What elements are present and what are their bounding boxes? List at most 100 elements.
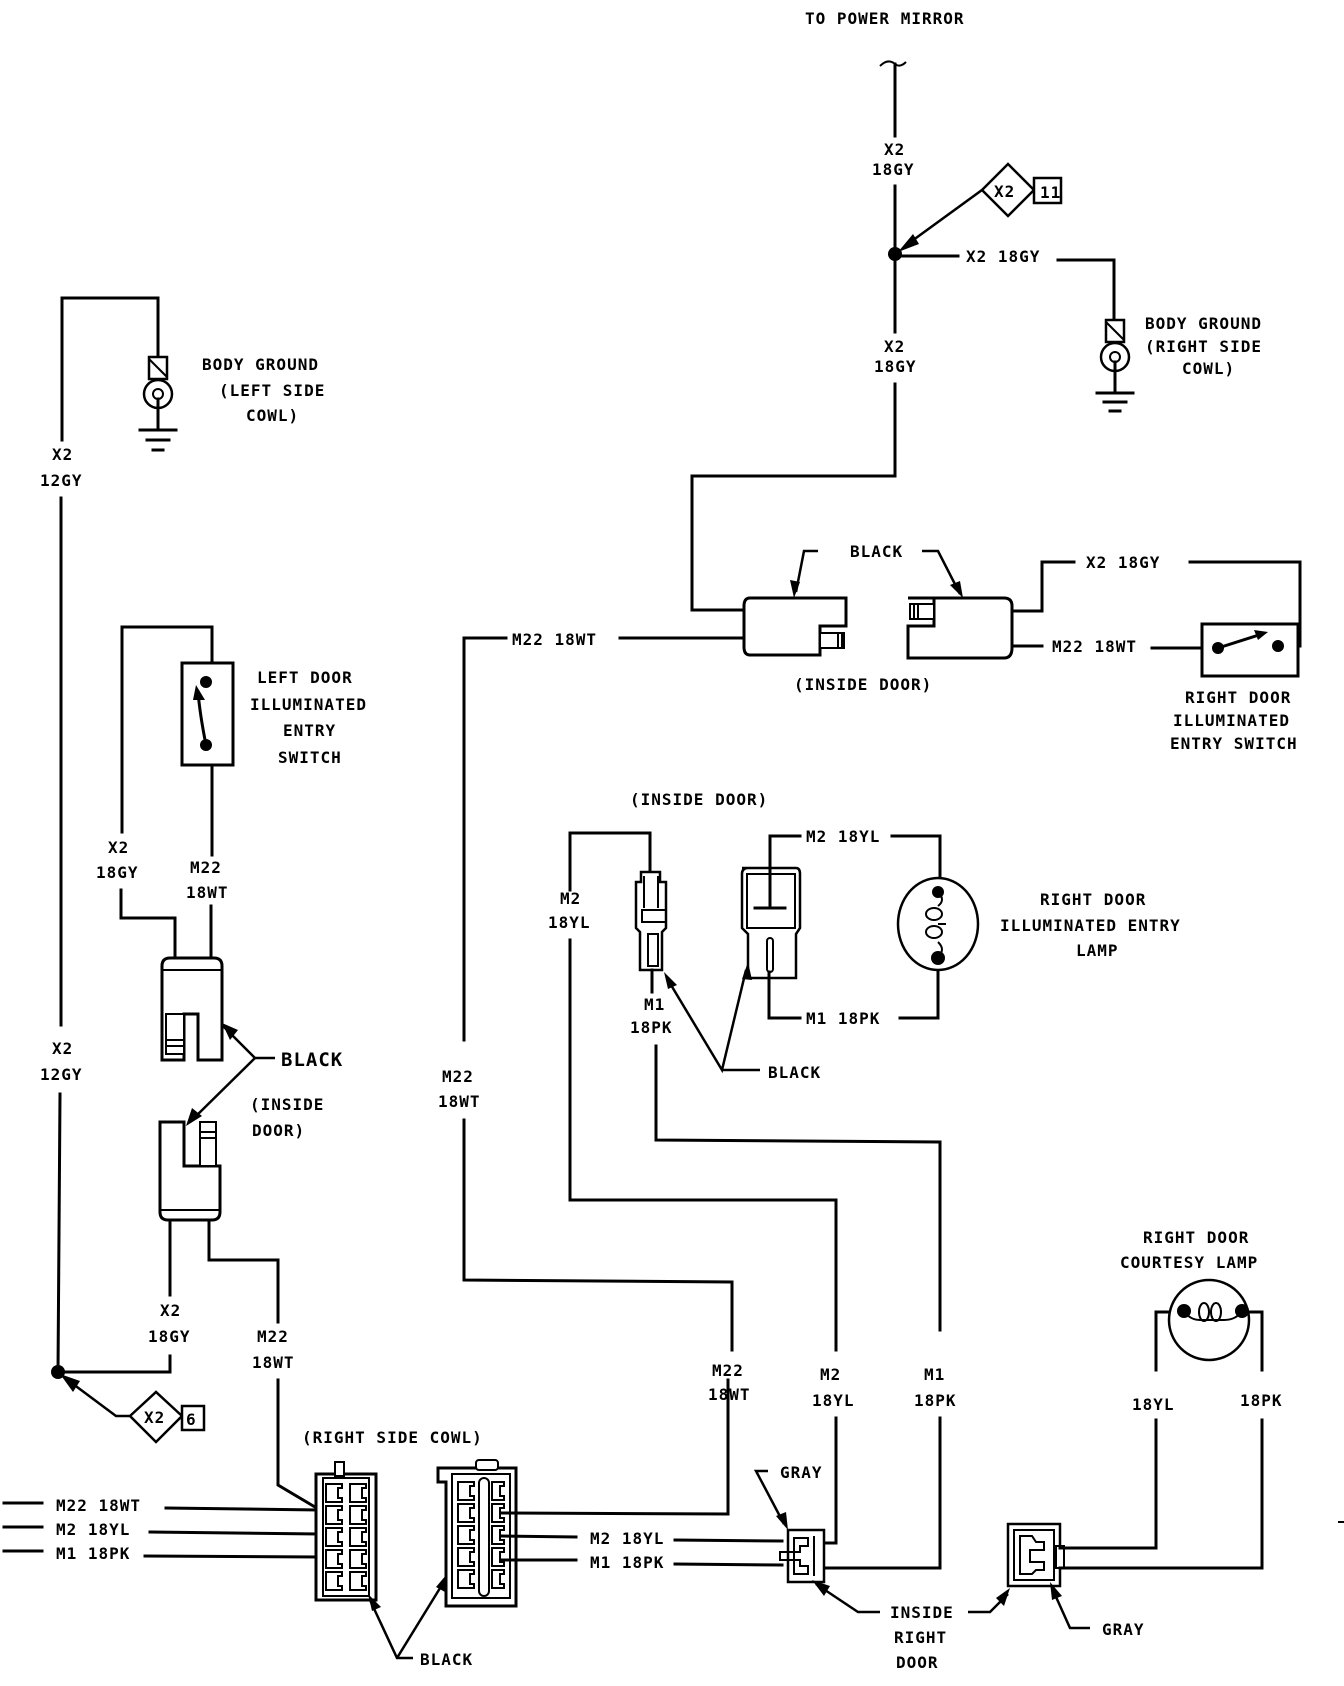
wire-m2-18yl[interactable] <box>768 834 802 910</box>
wire-m1-18pk[interactable] <box>767 970 802 1020</box>
wire-18yl[interactable] <box>1154 1310 1176 1372</box>
left-door-switch-label: SWITCH <box>278 748 342 767</box>
arrow-icon <box>898 234 919 252</box>
connector-cavity <box>457 1503 475 1523</box>
wire-x2-18gy[interactable] <box>56 1354 172 1374</box>
harness-stub-label: M22 18WT <box>56 1496 141 1515</box>
wire-label: M2 18YL <box>590 1529 664 1548</box>
black-label: BLACK <box>281 1049 343 1071</box>
inside-right-door-label: DOOR <box>896 1653 939 1672</box>
splice-dot <box>888 247 902 261</box>
wire-m1-18pk[interactable] <box>673 1562 784 1567</box>
wire-label: 18YL <box>548 913 591 932</box>
wire-m2-18yl[interactable] <box>568 831 652 892</box>
cowl-connector-a <box>314 1461 378 1602</box>
wire-label: 18YL <box>812 1391 855 1410</box>
wire-label: M2 <box>820 1365 841 1384</box>
wire-label: X2 <box>884 337 905 356</box>
wire-m2-18yl[interactable] <box>148 1530 320 1536</box>
connector-cavity <box>491 1481 505 1501</box>
wire-label: X2 <box>108 838 129 857</box>
switch-contact <box>1272 640 1284 652</box>
wire-m22-18wt[interactable] <box>462 636 508 732</box>
connector-cavity <box>491 1547 505 1567</box>
inside-door-connector-upper-right <box>906 596 1014 660</box>
connector-cavity <box>325 1527 343 1547</box>
right-door-switch-label: ILLUMINATED <box>1173 711 1290 730</box>
wire-label: M2 18YL <box>806 827 880 846</box>
connector-cavity <box>491 1525 505 1545</box>
wire-label: 18PK <box>914 1391 957 1410</box>
wire-m22-18wt[interactable] <box>207 1220 280 1324</box>
wire-m22-18wt[interactable] <box>164 1506 320 1512</box>
inside-door-connector-upper-left <box>742 596 848 657</box>
wire-m1-18pk[interactable] <box>816 1416 942 1570</box>
inside-door-label: (INSIDE DOOR) <box>794 675 932 694</box>
wire-m1-18pk[interactable] <box>143 1554 320 1559</box>
connector-cavity <box>457 1525 475 1545</box>
wire-x2-12gy[interactable] <box>56 1092 62 1374</box>
x2-12gy-trunk: X2 12GY X2 12GY <box>40 445 172 1379</box>
wire-m22-18wt[interactable] <box>500 1378 730 1516</box>
harness-stub-label: M1 18PK <box>56 1544 130 1563</box>
connector-cavity <box>325 1549 343 1569</box>
wire-label: 12GY <box>40 1065 83 1084</box>
wire-label: M22 18WT <box>1052 637 1137 656</box>
wire-m1-18pk[interactable] <box>654 1044 942 1332</box>
wire-x2-18gy[interactable] <box>119 888 177 960</box>
wire-label: 18GY <box>874 357 917 376</box>
wire-x2-18gy[interactable] <box>1056 258 1116 322</box>
black-label: BLACK <box>768 1063 821 1082</box>
wire-label: 18GY <box>96 863 139 882</box>
body-ground-right-label: COWL) <box>1182 359 1235 378</box>
wire-x2-18gy[interactable] <box>1010 560 1076 613</box>
wire-m22-18wt[interactable] <box>276 1378 323 1513</box>
connector-cavity <box>491 1503 505 1523</box>
connector-cavity <box>457 1547 475 1567</box>
cowl-black-callout: BLACK <box>368 1574 472 1669</box>
wire-label: M22 <box>442 1067 474 1086</box>
wire-label: X2 <box>160 1301 181 1320</box>
wire-label: X2 <box>52 445 73 464</box>
wire-x2-18gy[interactable] <box>690 382 897 612</box>
connector-cavity <box>457 1569 475 1589</box>
to-power-mirror-label: TO POWER MIRROR <box>805 9 965 28</box>
splice-code: X2 <box>994 182 1015 201</box>
wire-18pk[interactable] <box>1242 1310 1264 1372</box>
right-door-switch-label: ENTRY SWITCH <box>1170 734 1298 753</box>
wire-label: M22 <box>257 1327 289 1346</box>
body-ground-right-label: BODY GROUND <box>1145 314 1262 333</box>
wire-m22-18wt[interactable] <box>462 1118 734 1352</box>
wire-m2-18yl[interactable] <box>890 834 942 892</box>
wire-m1-18pk[interactable] <box>898 952 940 1020</box>
left-door-switch-label: ENTRY <box>283 721 336 740</box>
inside-right-door-callout: INSIDE RIGHT DOOR <box>812 1580 1010 1672</box>
switch-contact <box>200 676 212 688</box>
right-door-illuminated-entry-switch[interactable]: RIGHT DOOR ILLUMINATED ENTRY SWITCH <box>1170 622 1300 753</box>
body-ground-right-label: (RIGHT SIDE <box>1145 337 1262 356</box>
wire-18pk[interactable] <box>1058 1418 1264 1570</box>
body-ground-left-label: COWL) <box>246 406 299 425</box>
wire-m2-18yl[interactable] <box>568 938 838 1352</box>
wire-x2-12gy[interactable] <box>60 296 160 442</box>
wire-label: 18PK <box>1240 1391 1283 1410</box>
wire-x2-18gy[interactable] <box>120 625 214 834</box>
connector-cavity <box>349 1505 367 1525</box>
black-label: BLACK <box>850 542 903 561</box>
black-callout-upper: BLACK <box>790 542 963 598</box>
right-door-entry-lamp-label: LAMP <box>1076 941 1119 960</box>
inside-right-door-label: RIGHT <box>894 1628 947 1647</box>
body-ground-left-label: BODY GROUND <box>202 355 319 374</box>
wire-label: 12GY <box>40 471 83 490</box>
wire-18yl[interactable] <box>1058 1418 1158 1550</box>
wire-label: X2 <box>884 140 905 159</box>
connector-cavity <box>349 1549 367 1569</box>
wire-label: M1 18PK <box>806 1009 880 1028</box>
wire-m2-18yl[interactable] <box>500 1534 578 1539</box>
wire-label: X2 18GY <box>966 247 1040 266</box>
wire-label: M1 <box>644 995 665 1014</box>
wire-label: M1 18PK <box>590 1553 664 1572</box>
wire-m2-18yl[interactable] <box>673 1538 784 1543</box>
left-door-illuminated-entry-switch[interactable]: LEFT DOOR ILLUMINATED ENTRY SWITCH <box>120 625 367 857</box>
